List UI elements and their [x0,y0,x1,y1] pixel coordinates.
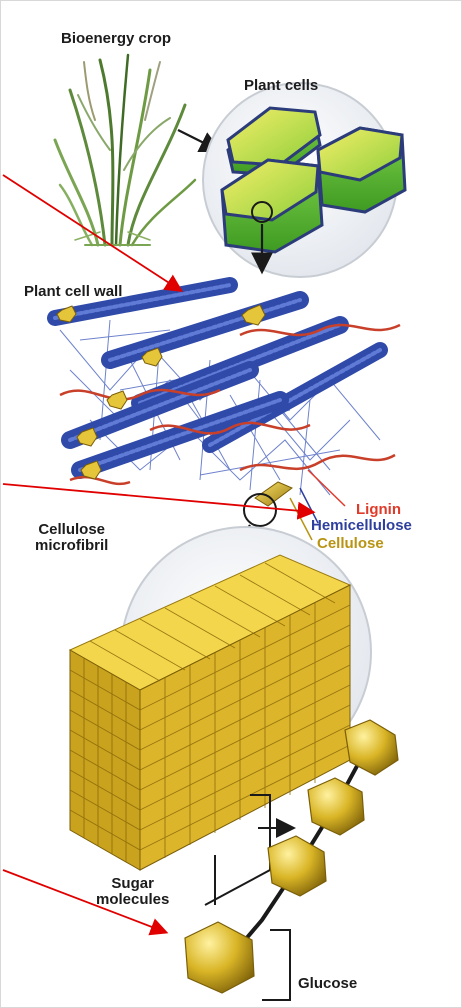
label-cellulose-microfibril: Cellulose microfibril [35,522,108,554]
label-sugar-molecules-line2: molecules [96,892,169,908]
label-sugar-molecules: Sugar molecules [96,876,169,908]
label-bioenergy-crop: Bioenergy crop [61,31,171,47]
pointer-arrow-cell-wall [3,175,180,290]
label-sugar-molecules-line1: Sugar [96,876,169,892]
label-cellulose-microfibril-line1: Cellulose [35,522,108,538]
bioenergy-crop-grass [55,55,195,245]
plant-cell-wall-fibers [55,285,400,526]
label-cellulose-microfibril-line2: microfibril [35,538,108,554]
label-plant-cells: Plant cells [244,78,318,94]
label-glucose: Glucose [298,976,357,992]
label-lignin: Lignin [356,502,401,518]
label-hemicellulose: Hemicellulose [311,518,412,534]
label-plant-cell-wall: Plant cell wall [24,284,122,300]
label-cellulose: Cellulose [317,536,384,552]
glucose-bracket [262,930,290,1000]
plant-cells-magnifier [203,83,405,277]
